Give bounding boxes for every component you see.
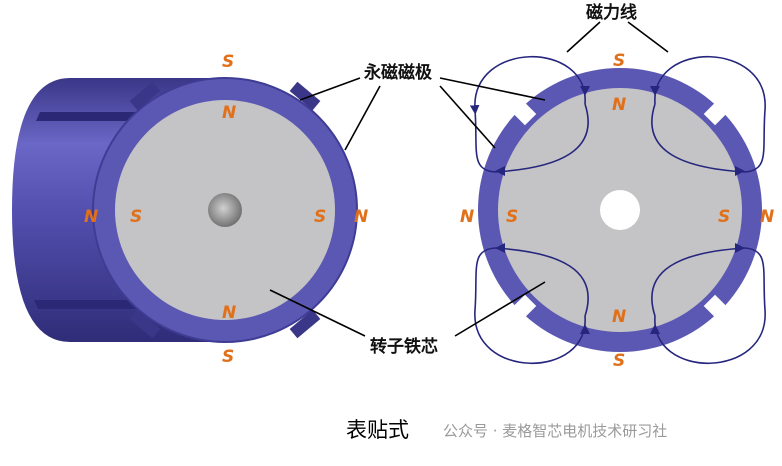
leader-core-left — [269, 289, 366, 337]
magnet-gap — [503, 92, 537, 126]
flux-arrow — [735, 166, 745, 176]
flux-arrow — [650, 86, 660, 96]
section-pole-top-inner-n: N — [612, 95, 626, 115]
flux-lines-label: 磁力线 — [586, 2, 637, 23]
magnet-gap — [503, 294, 537, 328]
flux-line-top-left-inner — [494, 103, 589, 173]
pole-label-left-outer-n: N — [84, 207, 98, 227]
magnet-gap — [289, 81, 321, 111]
flux-arrows — [495, 86, 745, 334]
section-shaft-hole — [600, 190, 640, 230]
shaft-hole — [208, 193, 242, 227]
section-pole-right-outer-n: N — [760, 207, 774, 227]
flux-line-top-left — [469, 55, 586, 173]
section-pole-left-outer-n: N — [460, 207, 474, 227]
flux-lines — [469, 55, 766, 365]
section-pole-left-inner-s: S — [506, 207, 518, 227]
flux-arrow — [495, 166, 505, 176]
flux-line-bottom-left-inner — [494, 247, 589, 317]
flux-arrow — [495, 243, 505, 253]
leader-flux-left — [566, 21, 601, 53]
leader-flux-right — [627, 21, 669, 53]
leader-magnet-right-side — [439, 85, 496, 149]
leader-magnet-left-side — [344, 85, 381, 151]
leader-core-right — [454, 281, 546, 337]
pole-label-right-outer-n: N — [354, 207, 368, 227]
figure-caption: 表贴式 — [346, 418, 409, 442]
rotor-3d: S N N S S N N S — [12, 52, 368, 367]
rotor-core-label: 转子铁芯 — [370, 336, 438, 357]
rotor-body-slot — [34, 300, 160, 309]
section-pole-bottom-inner-n: N — [612, 307, 626, 327]
section-pole-right-inner-s: S — [718, 207, 730, 227]
section-pole-top-outer-s: S — [613, 51, 625, 71]
pole-label-top-outer-s: S — [222, 52, 234, 72]
flux-arrow — [580, 324, 590, 334]
magnet-gap — [703, 92, 737, 126]
leader-magnet-right-top — [439, 77, 546, 101]
flux-arrow — [735, 243, 745, 253]
watermark-text: 公众号 · 麦格智芯电机技术研习社 — [443, 422, 668, 440]
flux-line-bottom-left — [474, 247, 586, 365]
leader-lines — [269, 21, 669, 337]
flux-arrow — [580, 86, 590, 96]
section-pole-bottom-outer-s: S — [613, 351, 625, 371]
flux-line-top-right — [654, 55, 766, 173]
flux-line-bottom-right-inner — [651, 247, 746, 317]
rotor-cross-section: S N N S S N N S — [460, 51, 774, 371]
leader-magnet-left-top — [299, 77, 361, 101]
flux-line-bottom-right — [654, 247, 766, 365]
pole-label-top-inner-n: N — [222, 103, 236, 123]
magnet-gap — [129, 309, 161, 339]
magnet-gap — [703, 294, 737, 328]
pole-label-bottom-outer-s: S — [222, 347, 234, 367]
flux-line-top-right-inner — [651, 103, 746, 173]
pole-label-right-inner-s: S — [314, 207, 326, 227]
magnet-gap — [129, 81, 161, 111]
magnet-gap — [289, 309, 321, 339]
pole-label-bottom-inner-n: N — [222, 303, 236, 323]
pole-label-left-inner-s: S — [130, 207, 142, 227]
flux-arrow — [650, 324, 660, 334]
permanent-magnets-label: 永磁磁极 — [363, 62, 432, 83]
